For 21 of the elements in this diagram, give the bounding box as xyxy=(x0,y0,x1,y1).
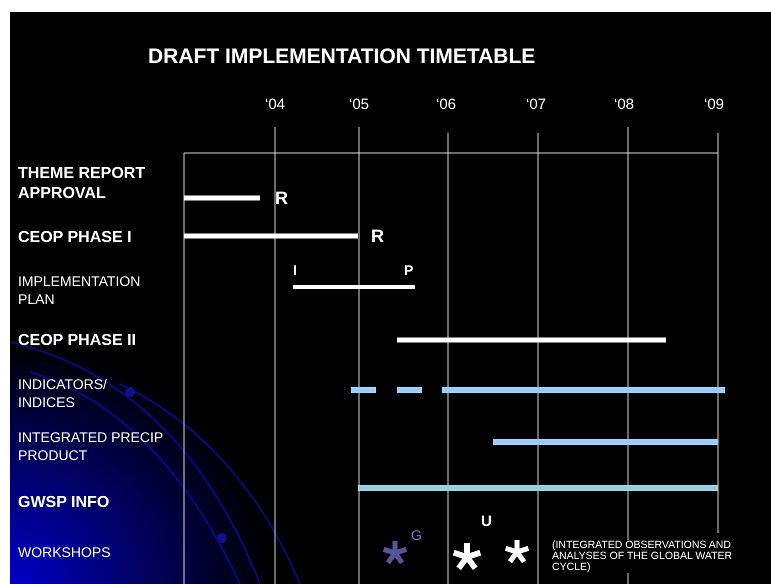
row-label: CEOP PHASE I xyxy=(18,228,133,248)
row-label: INTEGRATED PRECIP PRODUCT xyxy=(18,429,164,464)
row-label: WORKSHOPS xyxy=(18,544,112,562)
milestone-marker: G xyxy=(411,527,423,544)
year-tick-label: ‘06 xyxy=(434,96,458,115)
row-label: THEME REPORT APPROVAL xyxy=(18,164,146,204)
milestone-marker: I xyxy=(293,262,298,280)
year-tick-label: ‘05 xyxy=(348,96,370,115)
row-label: IMPLEMENTATION PLAN xyxy=(18,273,142,308)
row-label: CEOP PHASE II xyxy=(18,331,137,351)
year-tick-label: ‘09 xyxy=(702,96,726,115)
year-tick-label: ‘08 xyxy=(612,96,636,115)
diagram-title: DRAFT IMPLEMENTATION TIMETABLE xyxy=(148,44,536,70)
year-tick-label: ‘04 xyxy=(264,96,286,115)
year-tick-label: ‘07 xyxy=(524,96,548,115)
milestone-marker: R xyxy=(371,225,385,248)
row-label: INDICATORS/ INDICES xyxy=(18,376,108,411)
milestone-marker: P xyxy=(404,262,414,280)
row-label: GWSP INFO xyxy=(18,493,110,513)
milestone-marker: R xyxy=(275,187,289,210)
milestone-marker: U xyxy=(481,513,493,532)
